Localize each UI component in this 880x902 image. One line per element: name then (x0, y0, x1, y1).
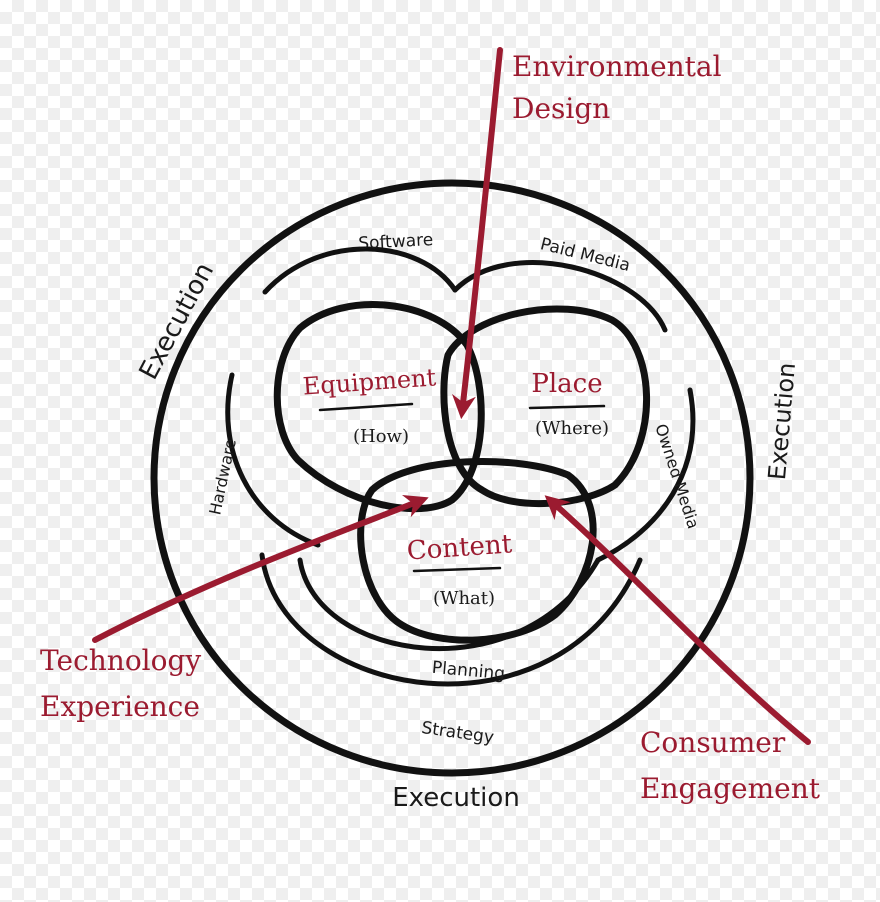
strategy-label: Strategy (420, 718, 495, 748)
planning-label: Planning (431, 658, 506, 684)
content-label: Content (406, 529, 514, 566)
execution-right-label: Execution (763, 361, 801, 481)
technology-experience-label-line2: Experience (40, 690, 200, 723)
hardware-label: Hardware (205, 437, 240, 517)
environmental-design-label-line1: Environmental (512, 50, 722, 83)
outer-execution-ring (150, 179, 754, 777)
equipment-underline (318, 402, 414, 412)
execution-bottom-label: Execution (392, 783, 520, 813)
equipment-petal (273, 301, 485, 513)
content-what-label: (What) (433, 588, 495, 609)
environmental-design-label-line2: Design (512, 92, 610, 125)
software-label: Software (358, 230, 434, 254)
consumer-engagement-arrow (544, 495, 811, 745)
environmental-design-arrow (452, 47, 503, 420)
equipment-how-label: (How) (353, 426, 409, 447)
left-arc-ring (225, 372, 321, 548)
technology-experience-label-line1: Technology (40, 644, 201, 677)
place-petal (440, 305, 651, 508)
place-label: Place (531, 369, 602, 399)
content-petal (357, 458, 597, 644)
place-where-label: (Where) (535, 418, 609, 439)
right-arc-ring (595, 387, 696, 563)
content-underline (412, 566, 502, 573)
place-underline (528, 404, 606, 410)
outer-bottom-arc-ring (259, 552, 643, 687)
consumer-engagement-label-line1: Consumer (640, 726, 786, 759)
equipment-label: Equipment (302, 363, 437, 400)
consumer-engagement-label-line2: Engagement (640, 772, 821, 805)
technology-experience-arrow (92, 494, 429, 643)
top-arc-ring (262, 246, 458, 295)
